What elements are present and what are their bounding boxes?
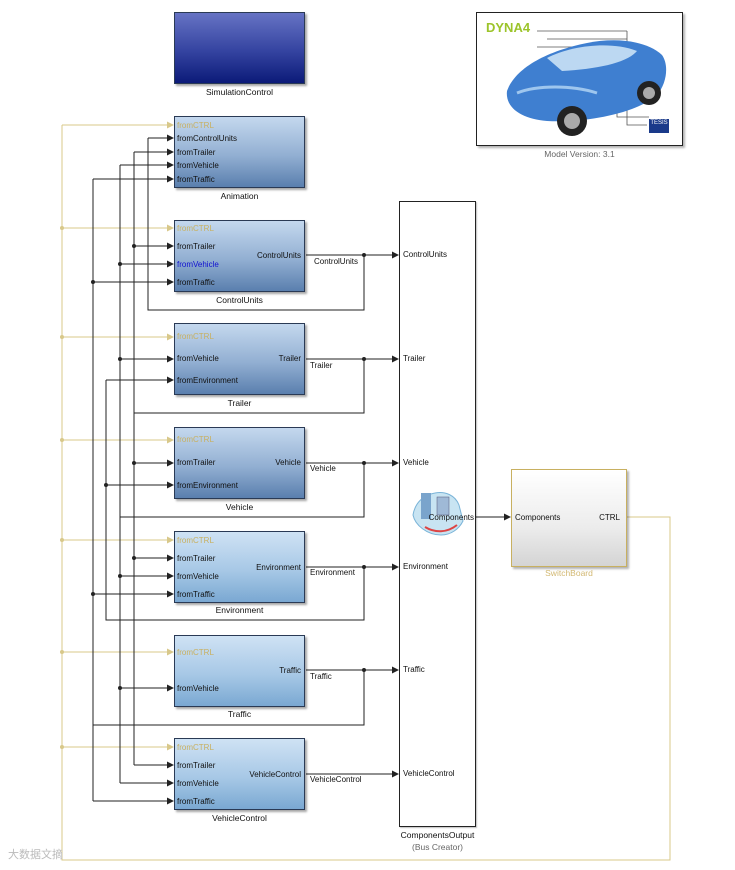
port-from-vehicle: fromVehicle	[177, 779, 219, 788]
port-out: Traffic	[279, 666, 301, 675]
input-branch-wires	[92, 134, 174, 805]
ctrl-feedback-wire	[61, 121, 671, 861]
switchboard-input-port: Components	[515, 513, 561, 522]
trailer-block[interactable]: fromCTRL fromVehicle fromEnvironment Tra…	[174, 323, 305, 395]
port-from-environment: fromEnvironment	[177, 376, 238, 385]
port-from-trailer: fromTrailer	[177, 458, 216, 467]
port-out: Trailer	[278, 354, 301, 363]
port-from-vehicle: fromVehicle	[177, 572, 219, 581]
switchboard-block[interactable]: Components CTRL	[511, 469, 627, 567]
components-icon	[412, 492, 464, 536]
port-from-traffic: fromTraffic	[177, 175, 215, 184]
port-out: ControlUnits	[256, 251, 301, 260]
bus-output-port: Components	[428, 513, 474, 522]
port-from-traffic: fromTraffic	[177, 797, 215, 806]
signal-label: Trailer	[310, 361, 333, 370]
switchboard-label: SwitchBoard	[545, 568, 593, 578]
signal-label: Vehicle	[310, 464, 336, 473]
output-wires	[306, 251, 511, 778]
traffic-block[interactable]: fromCTRL fromVehicle Traffic	[174, 635, 305, 707]
port-from-ctrl: fromCTRL	[177, 536, 214, 545]
switchboard-output-port: CTRL	[599, 513, 620, 522]
model-version-label: Model Version: 3.1	[544, 149, 615, 159]
port-from-environment: fromEnvironment	[177, 481, 238, 490]
bus-input-port: ControlUnits	[403, 250, 448, 259]
signal-label: VehicleControl	[310, 775, 362, 784]
port-from-trailer: fromTrailer	[177, 554, 216, 563]
port-from-traffic: fromTraffic	[177, 278, 215, 287]
port-from-vehicle: fromVehicle	[177, 260, 219, 269]
port-from-trailer: fromTrailer	[177, 148, 216, 157]
bus-creator-block[interactable]: ControlUnits Trailer Vehicle Environment…	[399, 201, 476, 827]
brand-text: DYNA4	[486, 20, 531, 35]
port-from-trailer: fromTrailer	[177, 761, 216, 770]
port-out: Vehicle	[275, 458, 301, 467]
bus-input-port: Vehicle	[403, 458, 429, 467]
simulation-control-block[interactable]	[174, 12, 305, 84]
port-from-ctrl: fromCTRL	[177, 435, 214, 444]
port-from-control-units: fromControlUnits	[177, 134, 238, 143]
port-out: Environment	[256, 563, 301, 572]
signal-label: Environment	[310, 568, 355, 577]
port-from-ctrl: fromCTRL	[177, 224, 214, 233]
dyna4-logo: DYNA4 TESIS	[476, 12, 683, 146]
port-from-trailer: fromTrailer	[177, 242, 216, 251]
port-from-ctrl: fromCTRL	[177, 648, 214, 657]
trailer-label: Trailer	[227, 398, 252, 408]
bus-creator-label: ComponentsOutput	[400, 830, 475, 840]
bus-input-port: Trailer	[403, 354, 426, 363]
vehicle-control-label: VehicleControl	[212, 813, 267, 823]
port-from-traffic: fromTraffic	[177, 590, 215, 599]
port-from-ctrl: fromCTRL	[177, 743, 214, 752]
signal-label: Traffic	[310, 672, 332, 681]
environment-block[interactable]: fromCTRL fromTrailer fromVehicle fromTra…	[174, 531, 305, 603]
tesis-badge: TESIS	[649, 119, 669, 133]
simulation-control-label: SimulationControl	[205, 87, 274, 97]
port-out: VehicleControl	[249, 770, 301, 779]
signal-label: ControlUnits	[314, 257, 359, 266]
control-units-label: ControlUnits	[216, 295, 263, 305]
bus-input-port: Traffic	[403, 665, 425, 674]
animation-label: Animation	[220, 191, 259, 201]
vehicle-label: Vehicle	[225, 502, 254, 512]
port-from-vehicle: fromVehicle	[177, 354, 219, 363]
bus-creator-sublabel: (Bus Creator)	[411, 842, 463, 852]
car-icon	[506, 30, 667, 136]
vehicle-block[interactable]: fromCTRL fromTrailer fromEnvironment Veh…	[174, 427, 305, 499]
watermark: 大数据文摘	[8, 849, 63, 861]
port-from-ctrl: fromCTRL	[177, 121, 214, 130]
vehicle-control-block[interactable]: fromCTRL fromTrailer fromVehicle fromTra…	[174, 738, 305, 810]
port-from-vehicle: fromVehicle	[177, 161, 219, 170]
port-from-ctrl: fromCTRL	[177, 332, 214, 341]
port-from-vehicle: fromVehicle	[177, 684, 219, 693]
animation-block[interactable]: fromCTRL fromControlUnits fromTrailer fr…	[174, 116, 305, 188]
control-units-block[interactable]: fromCTRL fromTrailer fromVehicle fromTra…	[174, 220, 305, 292]
bus-input-port: VehicleControl	[403, 769, 455, 778]
bus-input-port: Environment	[403, 562, 448, 571]
environment-label: Environment	[215, 605, 264, 615]
traffic-label: Traffic	[227, 709, 252, 719]
